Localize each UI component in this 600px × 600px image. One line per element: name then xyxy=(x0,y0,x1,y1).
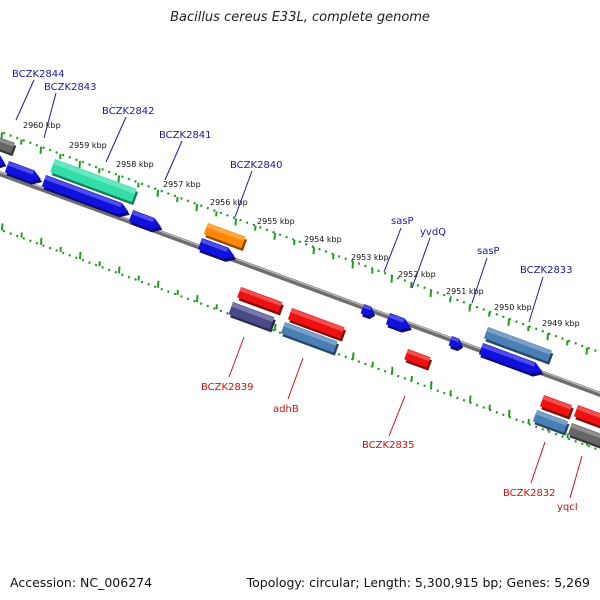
gene-label-top: BCZK2844 xyxy=(12,69,65,80)
feature-highlight xyxy=(481,343,536,367)
tick-label: 2958 kbp xyxy=(116,160,154,169)
gene-block xyxy=(287,308,347,342)
leader-line-top xyxy=(383,227,402,273)
feature-highlight xyxy=(206,223,246,242)
gene-block xyxy=(0,155,7,169)
leader-line-bottom xyxy=(530,441,546,484)
leader-line-top xyxy=(15,79,35,121)
gene-block xyxy=(478,343,544,377)
feature-highlight xyxy=(542,395,572,410)
leader-line-bottom xyxy=(388,395,406,437)
gene-block xyxy=(197,238,237,262)
tick-label: 2951 kbp xyxy=(446,287,484,296)
gene-label-top: BCZK2833 xyxy=(520,265,573,276)
feature-highlight xyxy=(239,287,283,307)
gene-block xyxy=(50,159,139,206)
tick-label: 2950 kbp xyxy=(494,303,532,312)
feature-highlight xyxy=(131,210,155,223)
gene-block xyxy=(41,175,130,218)
gene-label-top: yvdQ xyxy=(420,227,446,238)
gene-block xyxy=(404,349,433,371)
gene-label-bottom: adhB xyxy=(273,404,299,415)
leaders xyxy=(15,79,583,499)
feature-highlight xyxy=(290,308,345,332)
feature-highlight xyxy=(44,175,122,208)
feature-highlight xyxy=(388,313,405,323)
leader-line-bottom xyxy=(228,336,245,378)
feature-highlight xyxy=(0,138,15,147)
feature-highlight xyxy=(283,322,338,346)
leader-line-bottom xyxy=(287,357,304,400)
gene-block xyxy=(567,423,600,449)
gene-block xyxy=(280,322,340,356)
gene-block xyxy=(483,327,554,365)
leader-line-top xyxy=(164,140,183,181)
leader-line-bottom xyxy=(569,455,583,499)
gene-block xyxy=(385,313,412,333)
gene-block xyxy=(573,405,600,429)
feature-highlight xyxy=(406,349,431,362)
map-title: Bacillus cereus E33L, complete genome xyxy=(170,10,430,25)
gene-label-top: sasP xyxy=(477,246,500,257)
feature-highlight xyxy=(450,336,460,343)
gene-block xyxy=(4,161,43,185)
leader-line-top xyxy=(105,116,127,163)
leader-line-top xyxy=(471,257,488,304)
ruler-line-upper xyxy=(0,130,600,354)
feature-highlight xyxy=(570,423,600,439)
gene-block xyxy=(532,410,570,436)
tick-label: 2952 kbp xyxy=(398,270,436,279)
feature-highlight xyxy=(535,410,568,426)
gene-block xyxy=(448,336,464,352)
accession-text: Accession: NC_006274 xyxy=(10,575,153,590)
genome-summary-text: Topology: circular; Length: 5,300,915 bp… xyxy=(246,575,590,590)
gene-label-top: BCZK2840 xyxy=(230,160,283,171)
gene-label-bottom: BCZK2835 xyxy=(362,440,415,451)
feature-highlight xyxy=(53,159,137,195)
gene-block xyxy=(539,395,574,420)
leader-line-top xyxy=(43,92,57,139)
gene-block xyxy=(128,210,163,233)
leader-line-top xyxy=(528,276,544,323)
gene-label-top: BCZK2843 xyxy=(44,82,97,93)
gene-block xyxy=(360,304,376,320)
gene-block xyxy=(228,302,276,333)
gene-label-bottom: BCZK2832 xyxy=(503,488,556,499)
features xyxy=(0,137,600,449)
leader-line-top xyxy=(234,170,253,218)
gene-label-top: BCZK2841 xyxy=(159,130,212,141)
feature-highlight xyxy=(200,238,229,252)
tick-label: 2960 kbp xyxy=(23,121,61,130)
feature-highlight xyxy=(7,161,35,175)
tick-label: 2949 kbp xyxy=(542,319,580,328)
gene-label-bottom: yqcI xyxy=(557,502,578,513)
tick-label: 2956 kbp xyxy=(210,198,248,207)
tick-label: 2953 kbp xyxy=(351,253,389,262)
tick-label: 2959 kbp xyxy=(69,141,107,150)
gene-block xyxy=(0,137,17,157)
tick-label: 2957 kbp xyxy=(163,180,201,189)
tick-label: 2955 kbp xyxy=(257,217,295,226)
gene-block xyxy=(203,223,248,252)
gene-label-top: BCZK2842 xyxy=(102,106,155,117)
tick-label: 2954 kbp xyxy=(304,235,342,244)
feature-highlight xyxy=(486,327,552,355)
gene-label-bottom: BCZK2839 xyxy=(201,382,254,393)
feature-face xyxy=(0,155,5,165)
gene-label-top: sasP xyxy=(391,216,414,227)
leader-line-top xyxy=(411,237,431,289)
gene-block xyxy=(237,287,284,316)
feature-highlight xyxy=(362,304,372,311)
feature-highlight xyxy=(576,405,600,418)
feature-highlight xyxy=(231,302,275,322)
